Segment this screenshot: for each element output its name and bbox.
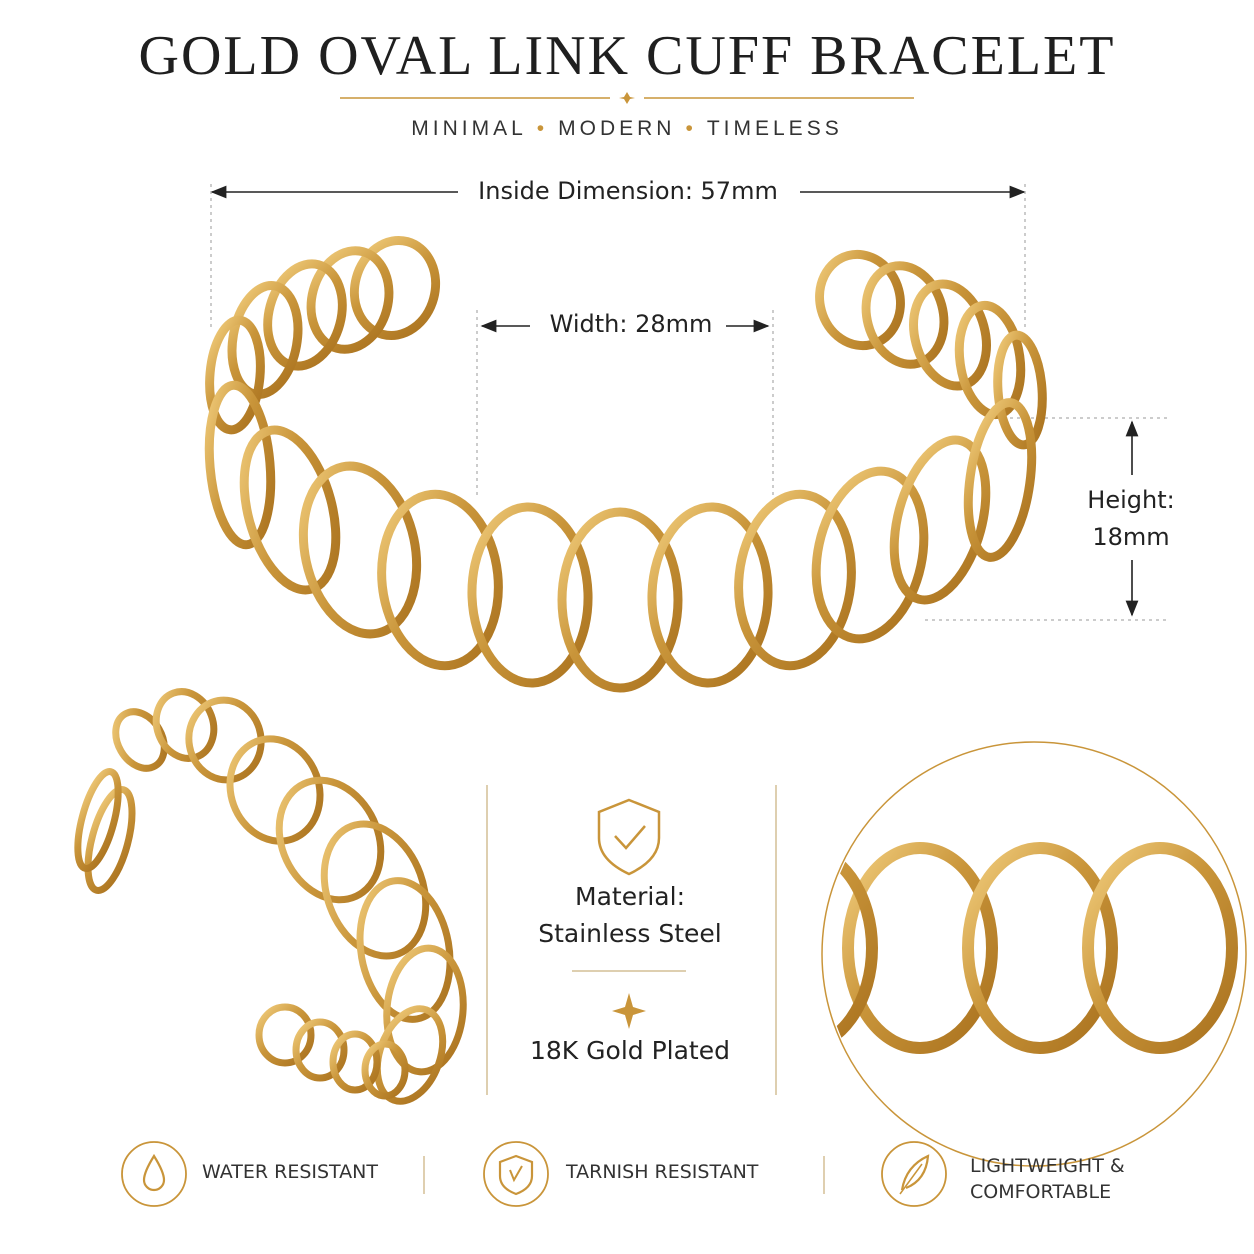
feature-lightweight: LIGHTWEIGHT & COMFORTABLE bbox=[970, 1153, 1190, 1205]
width-dimension-marker bbox=[476, 310, 774, 500]
feature-water-resistant: WATER RESISTANT bbox=[202, 1161, 379, 1183]
plating-spec: 18K Gold Plated bbox=[530, 1036, 730, 1065]
top-bracelet bbox=[204, 235, 1047, 693]
feature-lightweight-line2: COMFORTABLE bbox=[970, 1181, 1112, 1203]
material-label: Material: bbox=[575, 882, 685, 911]
tagline-word-minimal: MINIMAL bbox=[411, 117, 527, 140]
tagline-separator: • bbox=[685, 117, 697, 140]
tagline: MINIMAL • MODERN • TIMELESS bbox=[0, 117, 1254, 141]
water-drop-icon bbox=[121, 1141, 187, 1207]
width-dimension-label: Width: 28mm bbox=[536, 310, 726, 338]
title-ornament-divider bbox=[340, 92, 914, 104]
closeup-detail bbox=[821, 741, 1247, 1167]
tagline-word-timeless: TIMELESS bbox=[706, 117, 843, 140]
height-dimension-marker bbox=[925, 417, 1170, 621]
tagline-word-modern: MODERN bbox=[558, 117, 676, 140]
tarnish-shield-icon bbox=[483, 1141, 549, 1207]
height-label-line1: Height: bbox=[1087, 486, 1175, 514]
feature-lightweight-line1: LIGHTWEIGHT & bbox=[970, 1155, 1125, 1177]
tagline-separator: • bbox=[536, 117, 549, 140]
feather-icon bbox=[881, 1141, 947, 1207]
material-spec: Material: Stainless Steel bbox=[490, 878, 770, 952]
feature-tarnish-resistant: TARNISH RESISTANT bbox=[566, 1161, 759, 1183]
height-label-line2: 18mm bbox=[1092, 523, 1170, 551]
inside-dimension-label: Inside Dimension: 57mm bbox=[460, 177, 796, 205]
page-title: GOLD OVAL LINK CUFF BRACELET bbox=[138, 25, 1116, 87]
material-value: Stainless Steel bbox=[538, 919, 722, 948]
shield-check-icon bbox=[597, 798, 661, 876]
height-dimension-label: Height: 18mm bbox=[1076, 482, 1186, 556]
side-view-bracelet bbox=[74, 688, 467, 1105]
sparkle-icon bbox=[612, 993, 646, 1029]
inside-dimension-marker bbox=[210, 184, 1026, 330]
